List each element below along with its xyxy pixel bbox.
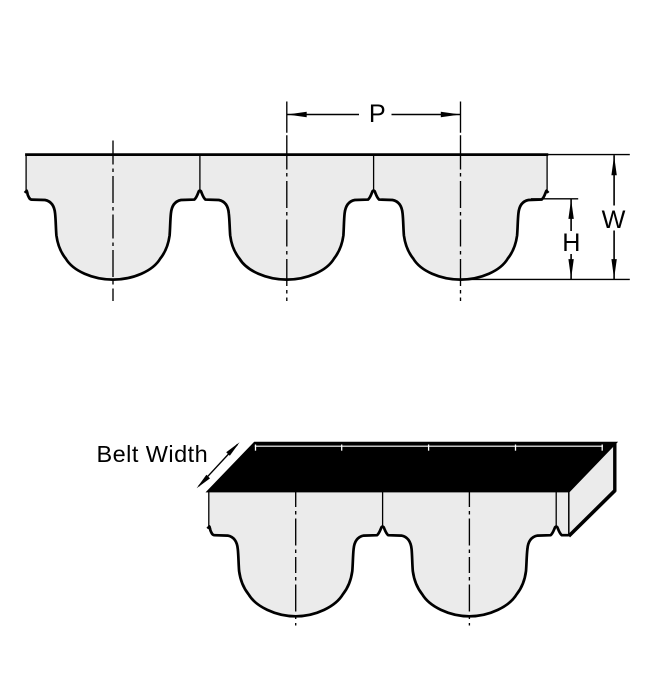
svg-text:H: H bbox=[562, 229, 580, 257]
svg-text:W: W bbox=[602, 206, 626, 234]
svg-text:Belt Width: Belt Width bbox=[97, 441, 209, 467]
svg-text:P: P bbox=[369, 100, 386, 128]
